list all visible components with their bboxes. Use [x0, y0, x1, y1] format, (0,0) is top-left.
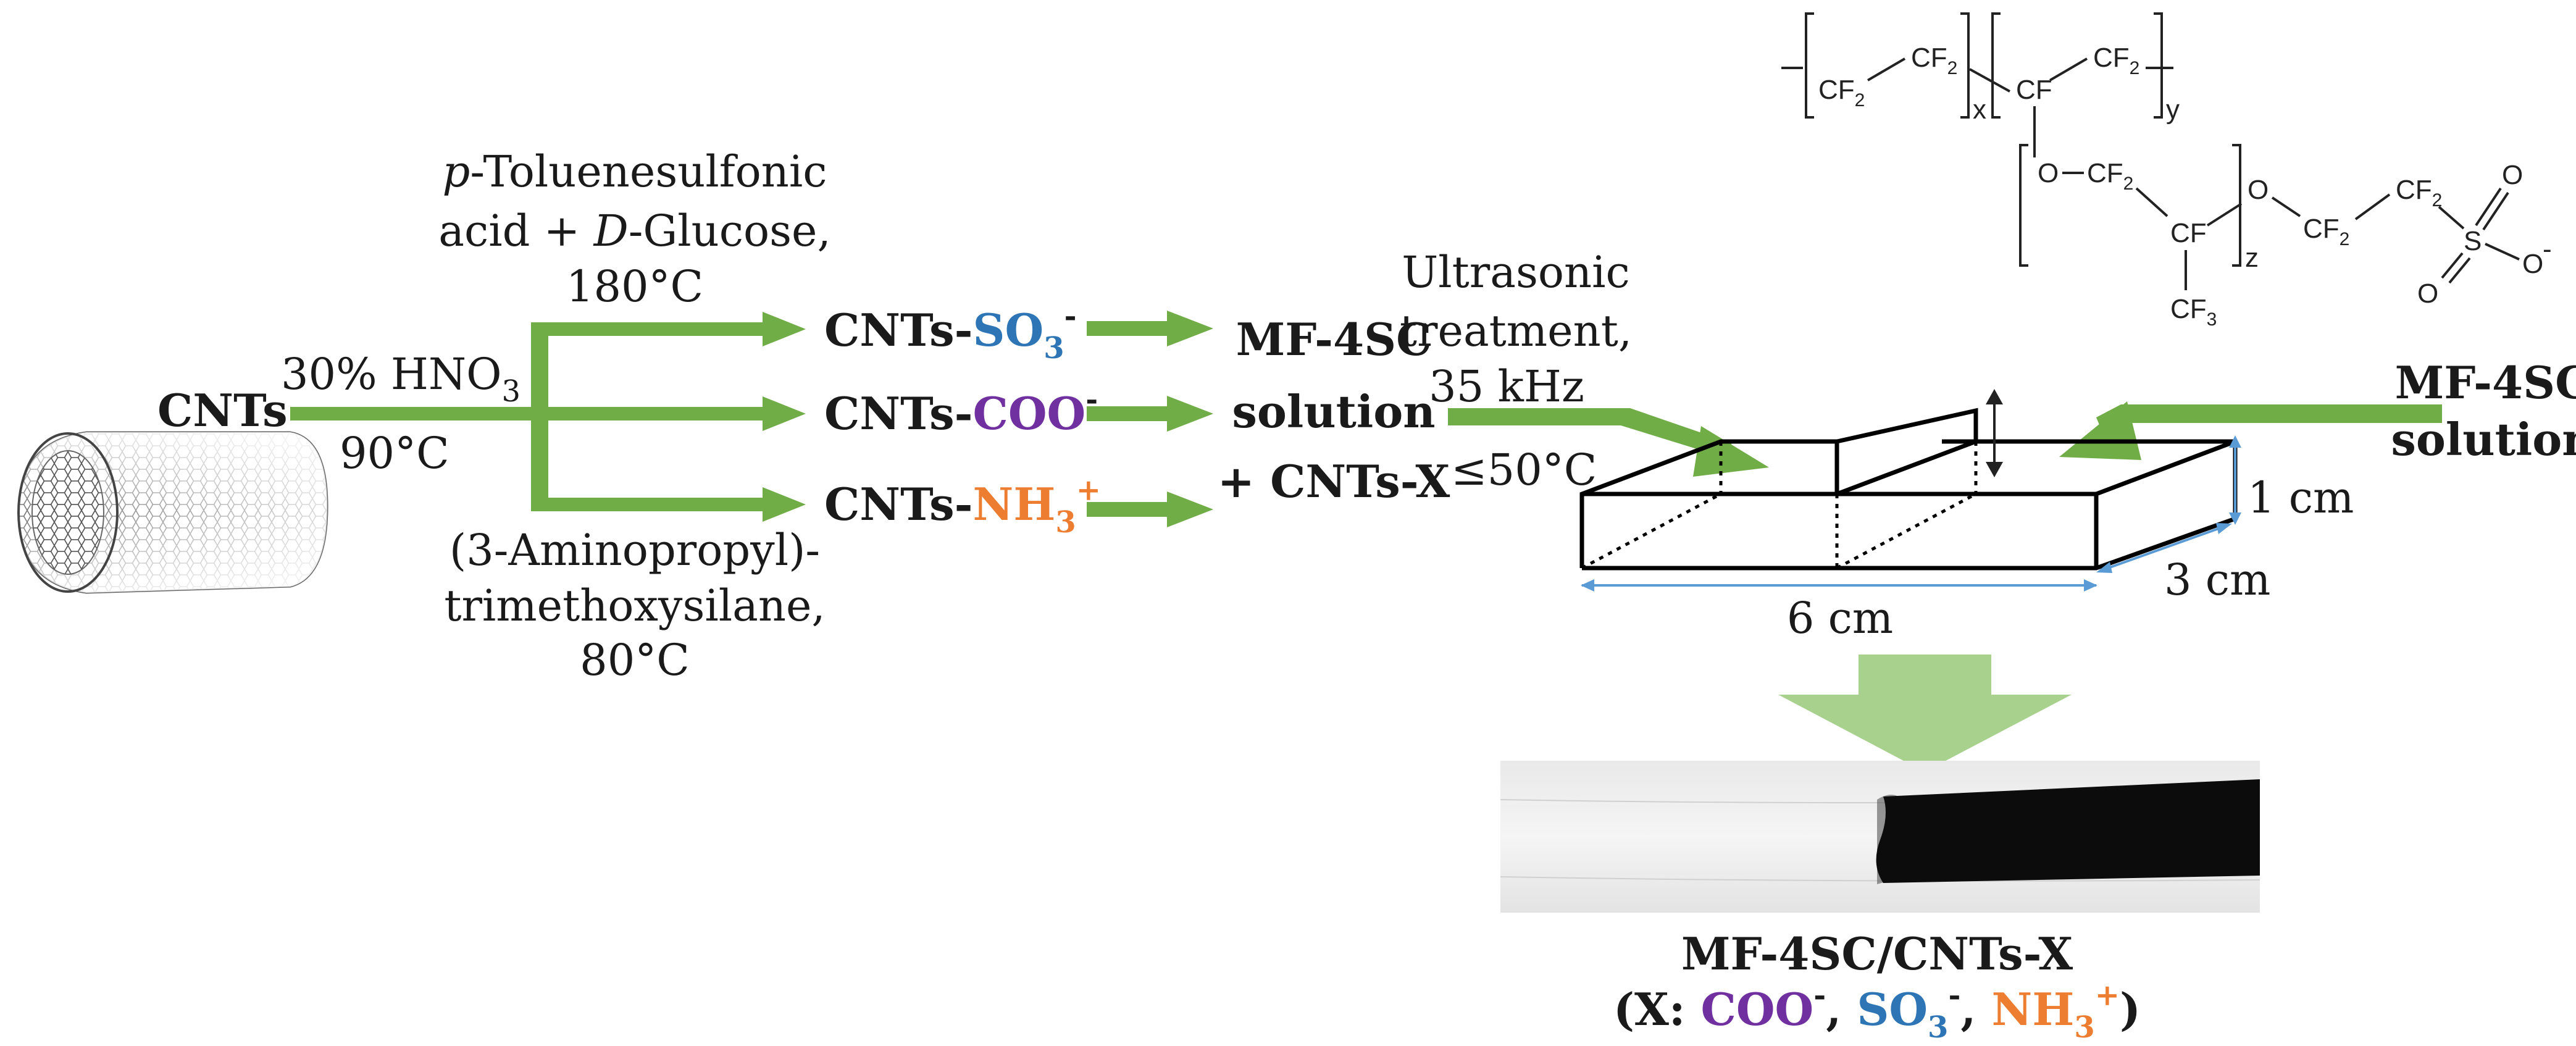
branch-bottom-shaft: [531, 498, 766, 511]
step1-temperature: 90°C: [340, 428, 450, 479]
mix-label: MF-4SC solution + CNTs-X: [1218, 313, 1450, 508]
svg-text:O: O: [2502, 160, 2523, 190]
svg-text:O: O: [2248, 175, 2269, 205]
length-label: 6 cm: [1787, 593, 1893, 643]
nanotube-image: [17, 431, 328, 594]
result-down-arrow: [1778, 655, 2072, 772]
svg-text:-: -: [2543, 234, 2552, 264]
svg-text:CF3: CF3: [2170, 294, 2217, 330]
svg-text:CF2: CF2: [2087, 158, 2133, 194]
svg-text:p-Toluenesulfonic: p-Toluenesulfonic: [443, 146, 827, 197]
dimension-width: 3 cm: [2096, 523, 2270, 605]
svg-text:O: O: [2038, 158, 2059, 188]
svg-text:80°C: 80°C: [580, 635, 690, 685]
svg-text:CF: CF: [2170, 218, 2207, 248]
svg-text:CF2: CF2: [2303, 214, 2349, 249]
result-label: MF-4SC/CNTs-X (X: COO-, SO3-, NH3+): [1613, 927, 2141, 1045]
svg-text:CF2: CF2: [2396, 175, 2442, 211]
branch-top-head: [763, 312, 806, 346]
svg-text:O: O: [2417, 278, 2438, 309]
upper-branch-conditions: p-Toluenesulfonic acid + D-Glucose, 180°…: [438, 146, 830, 312]
svg-text:solution: solution: [1232, 385, 1435, 438]
product-cnts-coo: CNTs-COO-: [824, 382, 1098, 440]
svg-text:CF2: CF2: [1911, 43, 1957, 78]
width-label: 3 cm: [2164, 554, 2270, 605]
svg-text:(3-Aminopropyl)-: (3-Aminopropyl)-: [450, 525, 820, 575]
svg-text:+ CNTs-X: + CNTs-X: [1218, 455, 1450, 508]
svg-text:CF: CF: [2016, 75, 2052, 105]
svg-text:x: x: [1973, 94, 1986, 125]
branch-top-shaft: [531, 322, 766, 336]
svg-text:MF-4SC: MF-4SC: [2395, 356, 2576, 409]
right-solution-label: MF-4SC solution: [2391, 356, 2576, 466]
svg-text:≤50°C: ≤50°C: [1451, 445, 1597, 495]
svg-text:acid + D-Glucose,: acid + D-Glucose,: [438, 206, 830, 256]
svg-text:Ultrasonic: Ultrasonic: [1402, 247, 1629, 298]
lower-branch-conditions: (3-Aminopropyl)- trimethoxysilane, 80°C: [444, 525, 825, 685]
product-cnts-so3: CNTs-SO3-: [824, 299, 1077, 366]
svg-text:S: S: [2464, 226, 2482, 256]
svg-text:35 kHz: 35 kHz: [1429, 361, 1584, 412]
branch-bottom-head: [763, 487, 806, 522]
svg-text:y: y: [2166, 94, 2180, 125]
dimension-height: 1 cm: [2229, 435, 2354, 525]
svg-text:CF2: CF2: [2093, 43, 2139, 78]
branch-mid-shaft: [531, 407, 766, 420]
svg-text:trimethoxysilane,: trimethoxysilane,: [444, 580, 825, 631]
product-cnts-nh3: CNTs-NH3+: [824, 473, 1101, 540]
start-label: CNTs: [157, 384, 288, 437]
svg-text:MF-4SC: MF-4SC: [1236, 313, 1432, 366]
right-solution-arrow: [2059, 401, 2442, 460]
result-title: MF-4SC/CNTs-X: [1681, 927, 2073, 980]
svg-text:z: z: [2245, 243, 2259, 273]
dimension-length: 6 cm: [1581, 579, 2097, 643]
nitric-acid-label: 30% HNO3: [281, 349, 521, 409]
branch-mid-head: [763, 396, 806, 431]
product-arrows: [1087, 311, 1213, 527]
branching-arrows: [290, 312, 806, 522]
svg-text:CF2: CF2: [1818, 75, 1865, 111]
ultrasonic-arrow: [1448, 408, 1769, 477]
main-arrow-shaft: [290, 407, 540, 420]
svg-text:180°C: 180°C: [566, 261, 703, 312]
result-legend: (X: COO-, SO3-, NH3+): [1613, 978, 2141, 1045]
polymer-structure: CF2 CF2 x CF CF2 y O CF2 CF CF3 z O CF2 …: [1781, 12, 2552, 330]
svg-text:treatment,: treatment,: [1400, 306, 1632, 356]
height-label: 1 cm: [2248, 472, 2354, 523]
ultrasonic-label: Ultrasonic treatment, 35 kHz ≤50°C: [1400, 247, 1632, 495]
svg-text:O: O: [2522, 249, 2543, 279]
membrane-photo: [1500, 761, 2260, 913]
move-up-down-indicator: [1986, 389, 2003, 477]
